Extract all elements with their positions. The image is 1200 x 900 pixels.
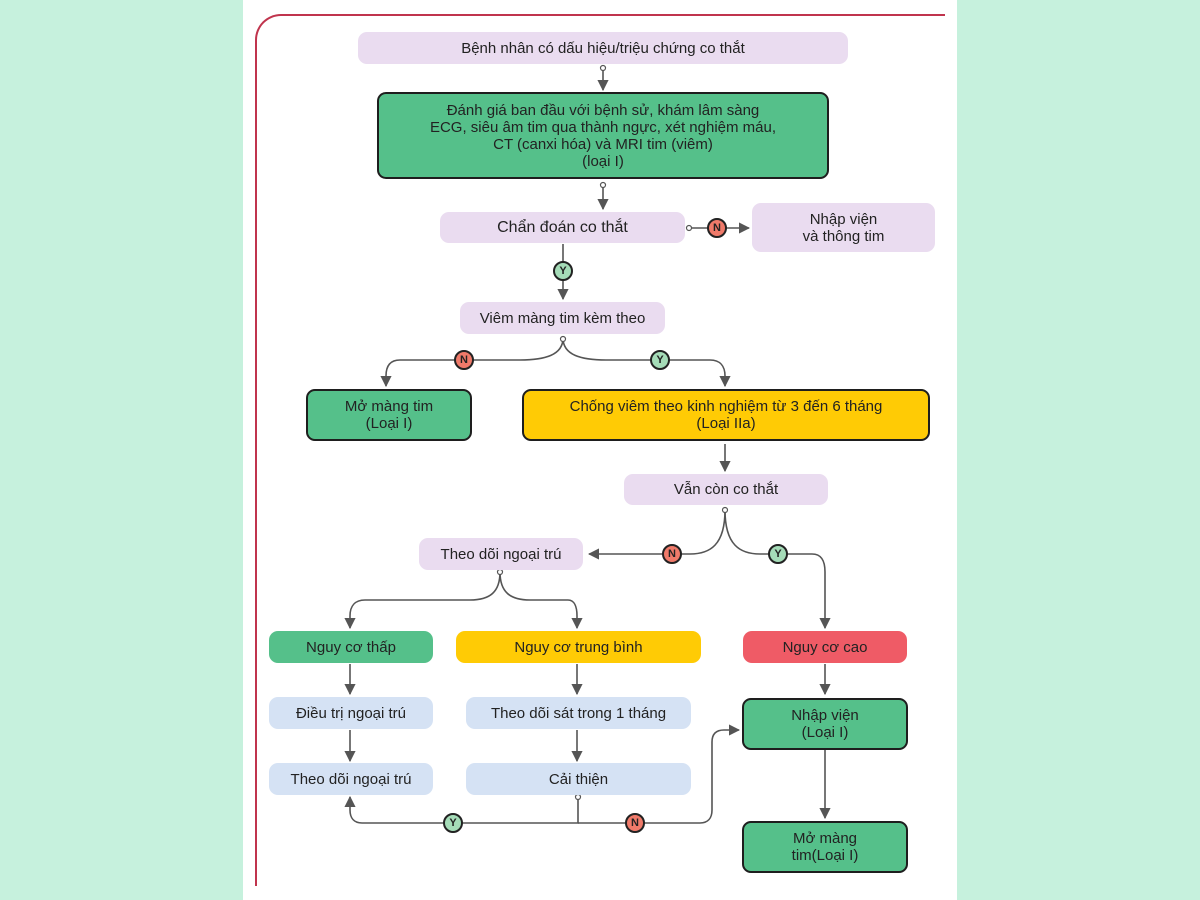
badge-yes: Y xyxy=(443,813,463,833)
node-initial-evaluation: Đánh giá ban đầu với bệnh sử, khám lâm s… xyxy=(377,92,829,179)
node-admit-catheterization: Nhập viện và thông tim xyxy=(752,203,935,252)
arrow-persistent-to-high-risk xyxy=(724,509,831,630)
flowchart-frame xyxy=(255,14,945,886)
node-mid-risk: Nguy cơ trung bình xyxy=(456,631,701,663)
node-pericardiectomy-1: Mở màng tim (Loại I) xyxy=(306,389,472,441)
arrow-pericarditis-to-anti-inflammatory xyxy=(562,337,731,388)
badge-yes: Y xyxy=(650,350,670,370)
arrow-improved-no-to-admit xyxy=(578,724,741,824)
badge-no: N xyxy=(662,544,682,564)
arrow-improved-yes-to-followup xyxy=(344,795,579,824)
node-outpatient-followup-2: Theo dõi ngoại trú xyxy=(269,763,433,795)
badge-no: N xyxy=(454,350,474,370)
node-improved: Cải thiện xyxy=(466,763,691,795)
arrow-outpatient-to-mid-risk xyxy=(499,571,583,630)
node-outpatient-followup: Theo dõi ngoại trú xyxy=(419,538,583,570)
badge-yes: Y xyxy=(768,544,788,564)
arrow-pericarditis-to-pericardiectomy xyxy=(380,337,564,388)
badge-no: N xyxy=(707,218,727,238)
arrow-outpatient-to-low-risk xyxy=(344,571,501,630)
badge-no: N xyxy=(625,813,645,833)
node-diagnosis: Chẩn đoán co thắt xyxy=(440,212,685,243)
badge-yes: Y xyxy=(553,261,573,281)
node-outpatient-treatment: Điều trị ngoại trú xyxy=(269,697,433,729)
node-close-followup: Theo dõi sát trong 1 tháng xyxy=(466,697,691,729)
node-persistent-constriction: Vẫn còn co thắt xyxy=(624,474,828,505)
node-high-risk: Nguy cơ cao xyxy=(743,631,907,663)
node-symptoms: Bệnh nhân có dấu hiệu/triệu chứng co thắ… xyxy=(358,32,848,64)
node-anti-inflammatory: Chống viêm theo kinh nghiệm từ 3 đến 6 t… xyxy=(522,389,930,441)
node-admit: Nhập viện (Loại I) xyxy=(742,698,908,750)
arrow-persistent-to-outpatient xyxy=(587,509,726,560)
node-pericarditis: Viêm màng tim kèm theo xyxy=(460,302,665,334)
node-pericardiectomy-2: Mở màng tim(Loại I) xyxy=(742,821,908,873)
node-low-risk: Nguy cơ thấp xyxy=(269,631,433,663)
